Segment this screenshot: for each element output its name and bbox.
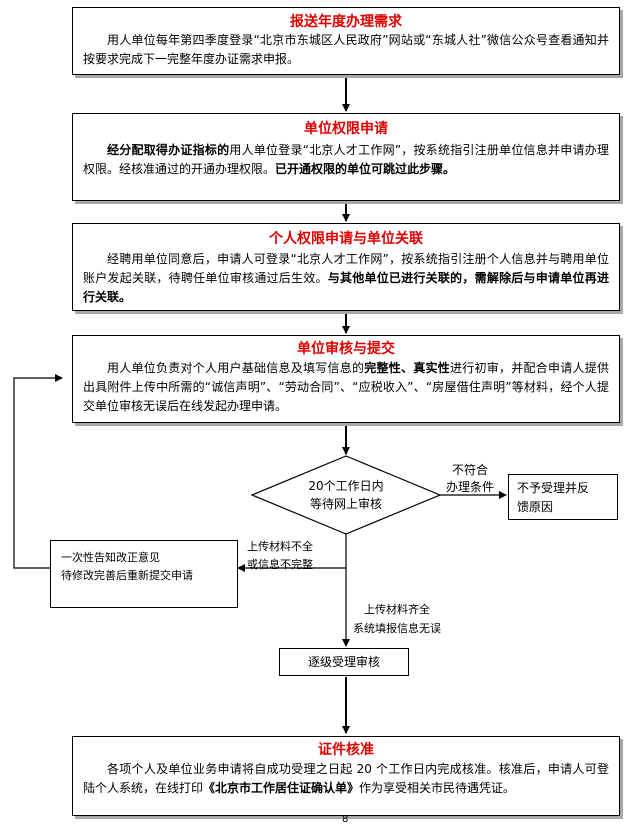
step-unit-permission-title: 单位权限申请: [304, 121, 388, 137]
step-annual-demand-title: 报送年度办理需求: [290, 14, 402, 30]
incomplete-condition-label: 上传材料不全 或信息不完整: [247, 540, 313, 571]
correction-notice-box: 一次性告知改正意见 待修改完善后重新提交申请: [50, 540, 238, 608]
step-unit-permission-text: 经分配取得办证指标的用人单位登录“北京人才工作网”，按系统指引注册单位信息并申请…: [83, 143, 609, 176]
complete-condition-label: 上传材料齐全 系统填报信息无误: [353, 603, 441, 635]
step-certificate-approval-title: 证件核准: [318, 742, 374, 758]
step-annual-demand: 报送年度办理需求 用人单位每年第四季度登录“北京市东城区人民政府”网站或“东城人…: [72, 7, 620, 75]
reject-condition-label: 不符合 办理条件: [446, 463, 495, 494]
decision-line1: 20个工作日内: [308, 479, 384, 493]
step-unit-review-submit-title: 单位审核与提交: [297, 341, 395, 357]
decision-text: 20个工作日内 等待网上审核: [276, 477, 416, 513]
step-personal-permission-text: 经聘用单位同意后，申请人可登录“北京人才工作网”，按系统指引注册个人信息并与聘用…: [83, 252, 609, 304]
step-personal-permission-title: 个人权限申请与单位关联: [269, 231, 423, 247]
reject-result-box: 不予受理并反 馈原因: [508, 474, 618, 520]
step-annual-demand-text: 用人单位每年第四季度登录“北京市东城区人民政府”网站或“东城人社”微信公众号查看…: [83, 33, 609, 66]
step-unit-review-submit: 单位审核与提交 用人单位负责对个人用户基础信息及填写信息的完整性、真实性进行初审…: [72, 335, 620, 423]
page-number: 8: [342, 814, 349, 825]
step-unit-review-submit-text: 用人单位负责对个人用户基础信息及填写信息的完整性、真实性进行初审，并配合申请人提…: [83, 361, 609, 413]
step-unit-permission: 单位权限申请 经分配取得办证指标的用人单位登录“北京人才工作网”，按系统指引注册…: [72, 113, 620, 201]
step-certificate-approval: 证件核准 各项个人及单位业务申请将自成功受理之日起 20 个工作日内完成核准。核…: [72, 736, 620, 816]
arrow-loopback-step4: [13, 374, 63, 569]
tiered-review-box: 逐级受理审核: [279, 648, 409, 676]
step-certificate-approval-text: 各项个人及单位业务申请将自成功受理之日起 20 个工作日内完成核准。核准后，申请…: [83, 762, 609, 795]
decision-diamond: [250, 455, 442, 535]
step-personal-permission: 个人权限申请与单位关联 经聘用单位同意后，申请人可登录“北京人才工作网”，按系统…: [72, 223, 620, 311]
decision-line2: 等待网上审核: [309, 497, 382, 511]
